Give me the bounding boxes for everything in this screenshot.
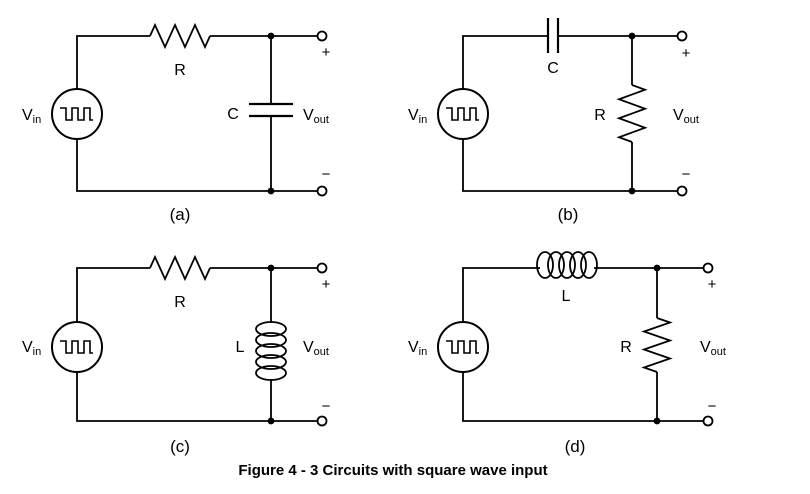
circuit-tag: (d) [565,437,586,456]
wire-path [76,35,322,192]
vin-label: Vin [408,107,427,126]
shunt-capacitor [249,102,293,118]
square-wave-icon [60,340,93,354]
minus-label: − [682,166,691,183]
output-terminal-top [676,30,688,42]
square-wave-icon [60,107,93,121]
square-wave-icon [446,107,479,121]
inductor-loop [580,251,598,279]
shunt-inductor [255,321,287,381]
plus-label: + [322,276,331,293]
circuit-tag: (b) [558,205,579,224]
series-resistor [149,22,211,50]
inductor-loop [255,365,287,381]
output-terminal-bottom [702,415,714,427]
minus-label: − [322,166,331,183]
wire-path [462,35,682,192]
circuit-c: Vin R L Vout + − (c) [22,254,331,456]
inductor-loop [255,343,287,359]
shunt-label: R [620,339,632,356]
output-terminal-top [702,262,714,274]
vin-label: Vin [408,339,427,358]
shunt-resistor [616,84,648,143]
junction-dot [628,32,636,40]
output-terminal-top [316,30,328,42]
minus-label: − [708,398,717,415]
shunt-resistor [641,317,673,373]
junction-dot [267,264,275,272]
series-label: R [174,62,186,79]
inductor-loop [547,251,565,279]
junction-dot [653,264,661,272]
plus-label: + [708,276,717,293]
output-terminal-top [316,262,328,274]
series-inductor [536,251,598,279]
square-wave-source [437,321,489,373]
square-wave-source [51,321,103,373]
circuit-a: Vin R C Vout + − (a) [22,22,331,224]
square-wave-icon [446,340,479,354]
vout-label: Vout [700,339,726,358]
inductor-loop [255,321,287,337]
junction-dot [628,187,636,195]
inductor-loop [536,251,554,279]
inductor-loop [558,251,576,279]
figure-caption: Figure 4 - 3 Circuits with square wave i… [238,462,547,479]
output-terminal-bottom [316,415,328,427]
minus-label: − [322,398,331,415]
series-label: C [547,60,559,77]
square-wave-source [51,88,103,140]
vout-label: Vout [673,107,699,126]
output-terminal-bottom [316,185,328,197]
plus-label: + [682,45,691,62]
shunt-label: R [594,107,606,124]
inductor-loop [569,251,587,279]
circuit-tag: (c) [170,437,190,456]
circuit-b: Vin C R Vout + − (b) [408,18,699,224]
junction-dot [653,417,661,425]
shunt-label: L [236,339,245,356]
vin-label: Vin [22,339,41,358]
circuit-tag: (a) [170,205,191,224]
series-capacitor [546,18,560,53]
inductor-loop [255,332,287,348]
shunt-label: C [227,106,239,123]
junction-dot [267,187,275,195]
vin-label: Vin [22,107,41,126]
plus-label: + [322,44,331,61]
junction-dot [267,32,275,40]
wire-path [76,267,322,422]
series-label: L [562,288,571,305]
inductor-loop [255,354,287,370]
junction-dot [267,417,275,425]
vout-label: Vout [303,339,329,358]
wire-path [462,267,708,422]
vout-label: Vout [303,107,329,126]
series-resistor [149,254,211,282]
output-terminal-bottom [676,185,688,197]
circuit-d: Vin L R Vout + − (d) [408,251,726,456]
series-label: R [174,294,186,311]
square-wave-source [437,88,489,140]
